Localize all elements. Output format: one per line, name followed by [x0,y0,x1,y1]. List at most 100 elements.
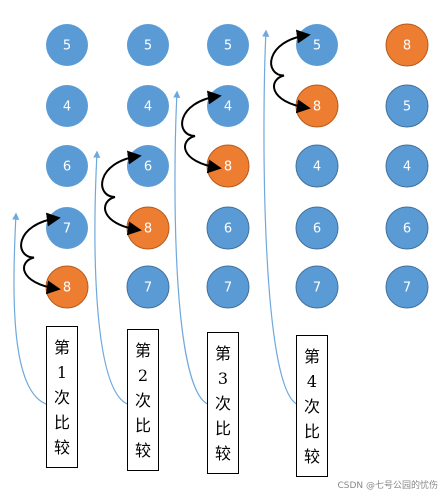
node-col5-row5: 7 [385,265,429,309]
node-value: 5 [224,39,232,54]
node-circle [127,24,169,66]
node-value: 7 [403,281,411,296]
label-char: 较 [134,440,151,460]
node-circle [385,144,429,188]
pointer-arrow-4 [262,29,300,406]
comparison-label-3: 第 3 次比较 [207,332,239,474]
node-col3-row1: 5 [207,24,249,66]
node-col4-row5: 7 [295,265,339,309]
comparison-label-4: 第 4 次比较 [296,335,328,477]
node-value: 4 [403,160,411,175]
node-col1-row3: 6 [46,145,88,187]
node-value: 6 [313,222,321,237]
swap-arrow-2 [101,150,142,236]
swap-arrow-4 [270,29,311,114]
node-col2-row2: 4 [127,85,169,127]
label-char: 1 [56,362,68,382]
node-value: 8 [63,281,71,296]
label-char: 较 [53,437,70,457]
node-circle [295,144,339,188]
node-circle [46,145,88,187]
node-value: 8 [224,160,232,175]
label-char: 比 [214,418,231,438]
node-value: 4 [224,100,232,115]
node-col5-row2: 5 [385,84,429,128]
label-char: 4 [306,371,318,391]
node-value: 6 [224,222,232,237]
swap-arrow-3 [181,90,222,174]
label-char: 较 [303,446,320,466]
highlighted-node-circle [385,23,429,67]
label-char: 第 [214,343,231,363]
node-col5-row4: 6 [385,206,429,250]
node-value: 6 [403,222,411,237]
label-char: 第 [53,337,70,357]
node-value: 7 [144,281,152,296]
pointer-arrow-2 [93,150,131,406]
node-circle [207,24,249,66]
node-value: 8 [313,100,321,115]
label-char: 3 [217,368,229,388]
swap-arrow-1 [20,212,61,295]
node-value: 4 [63,100,71,115]
node-value: 5 [63,39,71,54]
node-col3-row5: 7 [206,265,250,309]
node-circle [385,206,429,250]
label-char: 次 [134,390,151,410]
node-col5-row1: 8 [385,23,429,67]
pointer-arrow-1 [12,212,50,406]
node-col2-row3: 6 [127,145,169,187]
node-circle [385,84,429,128]
node-circle [126,265,170,309]
node-col3-row4: 6 [206,206,250,250]
node-col5-row3: 4 [385,144,429,188]
node-col2-row5: 7 [126,265,170,309]
pointer-arrow-3 [173,90,211,406]
node-circle [295,206,339,250]
node-value: 4 [313,160,321,175]
comparison-label-2: 第 2 次比较 [127,329,159,471]
node-col1-row2: 4 [46,85,88,127]
node-circle [206,265,250,309]
node-col4-row4: 6 [295,206,339,250]
node-value: 8 [144,222,152,237]
pointer-arrows-layer [12,29,300,406]
watermark: CSDN @七号公园的忧伤 [337,481,438,491]
comparison-label-1: 第 1 次比较 [46,326,78,468]
node-col1-row1: 5 [46,24,88,66]
node-circle [46,24,88,66]
node-circle [295,265,339,309]
label-char: 次 [214,393,231,413]
node-col1-row4: 7 [46,207,88,249]
label-char: 比 [53,412,70,432]
node-circle [206,206,250,250]
node-value: 5 [313,39,321,54]
label-char: 比 [134,415,151,435]
label-char: 次 [53,387,70,407]
node-value: 7 [313,281,321,296]
node-value: 6 [144,160,152,175]
node-col4-row1: 5 [296,24,338,66]
node-value: 6 [63,160,71,175]
node-circle [385,265,429,309]
node-value: 8 [403,39,411,54]
node-circle [46,85,88,127]
node-value: 7 [63,222,71,237]
node-circle [127,85,169,127]
label-char: 比 [303,421,320,441]
label-char: 次 [303,396,320,416]
node-value: 5 [403,100,411,115]
nodes-layer: 5 4 6 7 8 5 4 6 8 7 5 4 8 6 7 5 8 4 6 7 8 5 4 6 7 [45,23,429,309]
label-char: 较 [214,443,231,463]
swap-arrows-layer [20,29,311,295]
label-char: 第 [303,346,320,366]
node-value: 5 [144,39,152,54]
node-col4-row3: 4 [295,144,339,188]
label-char: 第 [134,340,151,360]
node-value: 4 [144,100,152,115]
label-char: 2 [137,365,149,385]
node-col3-row2: 4 [207,85,249,127]
node-col2-row1: 5 [127,24,169,66]
node-value: 7 [224,281,232,296]
